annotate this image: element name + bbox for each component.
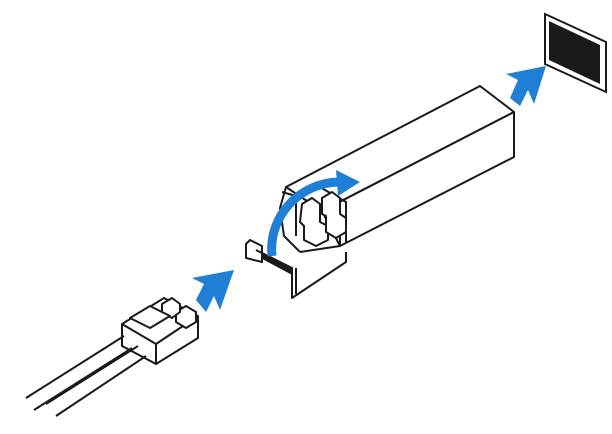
fiber-cables [25, 335, 147, 417]
curved-arrow-icon [267, 170, 360, 257]
transceiver-module [279, 85, 515, 253]
fiber-connector [121, 297, 199, 365]
target-port [544, 12, 607, 94]
arrow-right-up-icon [192, 270, 234, 312]
bail-latch [245, 239, 347, 299]
arrow-right-up-icon [506, 66, 546, 106]
